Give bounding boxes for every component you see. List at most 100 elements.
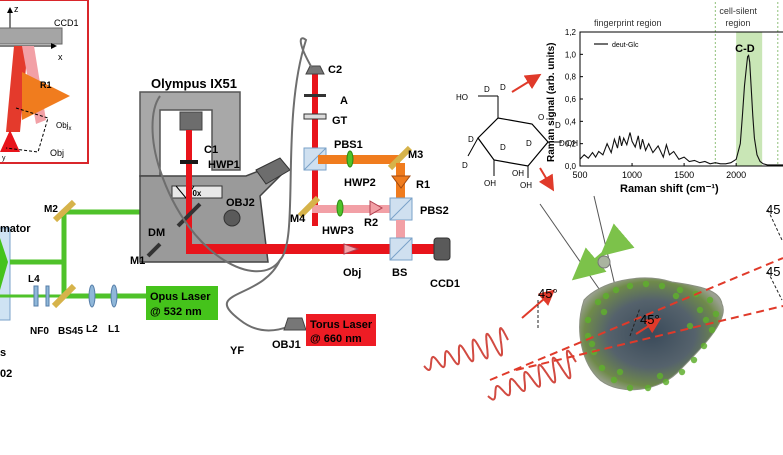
opus-laser-wavelength: @ 532 nm (150, 306, 202, 318)
pink-beam-down (396, 220, 405, 246)
ccd1-inset-label: CCD1 (54, 18, 79, 28)
molecule-atom-label: D (462, 161, 468, 170)
beam-arrow-left (521, 289, 556, 319)
gt-label: GT (332, 115, 348, 127)
fluorescence-dot (584, 316, 592, 324)
molecule-atom-label: OH (484, 179, 496, 188)
fluorescence-dot (610, 376, 618, 384)
focus-knob (223, 209, 241, 227)
yf-label: YF (230, 345, 244, 357)
probe-line-1 (539, 203, 605, 297)
fluorescence-dot (588, 340, 596, 348)
a-label: A (340, 95, 348, 107)
inset-obj-label: Obj (50, 148, 64, 158)
fluorescence-dot (594, 298, 602, 306)
angle-marker-rt (767, 209, 783, 241)
l2-label: L2 (86, 324, 98, 335)
fluorescence-dot (662, 378, 670, 386)
y-tick-label: 0,8 (565, 73, 577, 82)
fluorescence-dot (658, 282, 666, 290)
arrow-to-cell (538, 167, 555, 192)
y-tick-label: 0,6 (565, 95, 577, 104)
opus-laser (146, 286, 218, 320)
l1-lens (110, 284, 118, 308)
fluorescence-dot (700, 342, 708, 350)
x-tick-label: 2000 (726, 170, 746, 180)
dm-mirror (176, 202, 202, 228)
l1-label: L1 (108, 324, 120, 335)
angle-marker-rb (767, 271, 783, 301)
pbs2-diagonal (389, 197, 413, 221)
obj-arrow (343, 243, 360, 255)
fluorescence-dot (626, 282, 634, 290)
m2-mirror (52, 199, 77, 223)
bond-c4 (467, 137, 479, 157)
m1-label: M1 (130, 255, 145, 267)
angle-right-bottom: 45 (766, 264, 780, 279)
objective-holder (171, 185, 223, 199)
arrow-to-spectrum (511, 73, 542, 93)
pbs1-diagonal (303, 147, 327, 171)
bs-label: BS (392, 267, 407, 279)
fluorescence-dot (696, 306, 704, 314)
opus-laser-name: Opus Laser (150, 291, 211, 303)
analyzer (304, 94, 326, 97)
bs45-splitter (51, 283, 77, 309)
obj1-coupler (283, 317, 307, 331)
hwp1-plate (180, 160, 198, 164)
green-beam-return (10, 209, 150, 265)
hwp3-plate (336, 199, 344, 217)
l4-label: L4 (28, 274, 40, 285)
m3-label: M3 (408, 149, 423, 161)
molecule-atom-label: D (559, 139, 565, 148)
series-deut-glc (579, 54, 783, 166)
x-tick-label: 500 (572, 170, 587, 180)
nf0-filter (45, 285, 50, 307)
fluorescence-dot (690, 356, 698, 364)
molecule-atom-label: D (484, 85, 490, 94)
y-tick-label: 1,2 (565, 28, 577, 37)
red-beam-ccd (412, 244, 436, 254)
fluorescence-dot (600, 308, 608, 316)
m2-label: M2 (44, 204, 58, 215)
glan-taylor (303, 113, 327, 120)
red-beam-vertical (186, 130, 192, 248)
molecule-atom-label: O (538, 113, 544, 122)
angle-left: 45° (538, 286, 558, 301)
m4-label: M4 (290, 213, 306, 225)
l4-lens (33, 285, 39, 307)
fluorescence-dot (616, 368, 624, 376)
torus-laser-name: Torus Laser (310, 319, 373, 331)
incoming-wave-1 (423, 327, 509, 371)
fluorescence-dot (708, 326, 716, 334)
fluorescence-dot (642, 280, 650, 288)
hwp3-label: HWP3 (322, 225, 354, 237)
optical-setup: mator s 02 L4 NF0 BS45 L2 L1 M2 Opus Las… (0, 37, 460, 380)
angle-center: 45° (640, 312, 660, 327)
probe-line-2 (593, 195, 617, 291)
molecule-atom-label: D (555, 121, 561, 130)
region-label-fingerprint: fingerprint region (594, 18, 662, 28)
inset-dashed-plane (5, 107, 49, 153)
molecule-atom-label: OH (520, 181, 532, 190)
c2-label: C2 (328, 64, 342, 76)
bs-diagonal (389, 237, 413, 261)
microscope-head (179, 111, 203, 131)
obj2-label: OBJ2 (226, 197, 255, 209)
pbs1-label: PBS1 (334, 139, 363, 151)
hwp2-label: HWP2 (344, 177, 376, 189)
geometry-inset: z CCD1 x R1 Objx Obj y (0, 0, 89, 164)
c2-camera (305, 65, 325, 75)
fluorescence-dot (626, 384, 634, 392)
pbs2-label: PBS2 (420, 205, 449, 217)
molecule-atom-label: D (526, 139, 532, 148)
polarization-arrow (571, 223, 635, 281)
pink-beam (312, 205, 390, 213)
torus-laser (306, 314, 376, 346)
left-s-label: s (0, 347, 6, 359)
left-02-label: 02 (0, 368, 12, 380)
fluorescence-dot (656, 372, 664, 380)
